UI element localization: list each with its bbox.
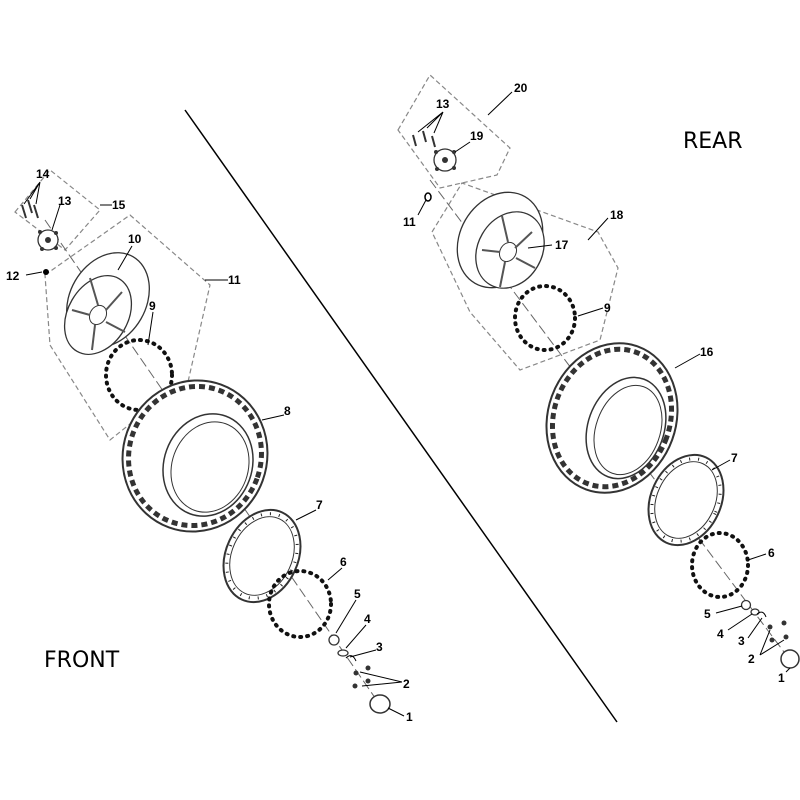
label-12: 12 bbox=[6, 269, 20, 283]
label-13: 13 bbox=[436, 97, 450, 111]
wheel-rim-10 bbox=[63, 252, 150, 355]
cotter-pin-3 bbox=[756, 611, 767, 618]
label-1: 1 bbox=[778, 671, 785, 685]
washer-4 bbox=[337, 649, 349, 657]
label-4: 4 bbox=[717, 627, 724, 641]
washer-5 bbox=[328, 634, 340, 646]
hub-kit-box-20 bbox=[397, 74, 511, 189]
label-3: 3 bbox=[376, 640, 383, 654]
washer-4 bbox=[750, 608, 760, 616]
label-5: 5 bbox=[704, 607, 711, 621]
label-9: 9 bbox=[604, 301, 611, 315]
label-13: 13 bbox=[58, 194, 72, 208]
label-10: 10 bbox=[128, 232, 142, 246]
nut-11 bbox=[424, 192, 432, 202]
label-1: 1 bbox=[406, 710, 413, 724]
rear-assembly: 13 19 20 11 18 17 9 16 7 6 5 4 3 2 1 bbox=[397, 74, 800, 685]
label-2: 2 bbox=[403, 677, 410, 691]
label-4: 4 bbox=[364, 612, 371, 626]
label-8: 8 bbox=[284, 404, 291, 418]
label-15: 15 bbox=[112, 198, 126, 212]
label-5: 5 bbox=[354, 587, 361, 601]
studs-13 bbox=[412, 130, 436, 148]
label-3: 3 bbox=[738, 634, 745, 648]
label-6: 6 bbox=[340, 555, 347, 569]
label-14: 14 bbox=[36, 167, 50, 181]
label-7: 7 bbox=[316, 498, 323, 512]
hub-cap-1 bbox=[369, 694, 391, 714]
studs-14 bbox=[21, 199, 39, 219]
tire-8 bbox=[121, 379, 269, 533]
bead-ring-9 bbox=[104, 338, 174, 412]
bolts-6 bbox=[267, 569, 333, 639]
front-assembly: 14 13 15 10 12 11 9 8 7 6 5 4 3 2 1 bbox=[6, 167, 413, 724]
cotter-pin-3 bbox=[345, 655, 357, 662]
label-17: 17 bbox=[555, 238, 569, 252]
label-19: 19 bbox=[470, 129, 484, 143]
lug-nuts-2 bbox=[352, 665, 371, 689]
rear-title: REAR bbox=[683, 129, 743, 154]
label-6: 6 bbox=[768, 546, 775, 560]
label-11: 11 bbox=[403, 215, 416, 229]
wheel-kit-box-18 bbox=[431, 182, 619, 371]
hub-13 bbox=[37, 229, 59, 251]
label-20: 20 bbox=[514, 81, 528, 95]
hub-cap-1 bbox=[780, 649, 800, 669]
hub-19 bbox=[433, 148, 457, 172]
label-11: 11 bbox=[228, 273, 241, 287]
bolts-6 bbox=[690, 531, 750, 599]
washer-5 bbox=[740, 599, 752, 611]
label-9: 9 bbox=[149, 299, 156, 313]
label-2: 2 bbox=[748, 652, 755, 666]
wheel-kit-box-11 bbox=[44, 214, 211, 441]
front-title: FRONT bbox=[44, 648, 120, 673]
label-18: 18 bbox=[610, 208, 624, 222]
label-7: 7 bbox=[731, 451, 738, 465]
divider-line bbox=[184, 109, 618, 723]
beadlock-ring-7 bbox=[647, 453, 725, 547]
bead-ring-9 bbox=[513, 284, 577, 352]
lug-nuts-2 bbox=[767, 620, 789, 643]
label-16: 16 bbox=[700, 345, 714, 359]
nut-12 bbox=[43, 269, 49, 275]
tire-16 bbox=[545, 342, 679, 494]
wheel-rim-17 bbox=[456, 191, 545, 289]
